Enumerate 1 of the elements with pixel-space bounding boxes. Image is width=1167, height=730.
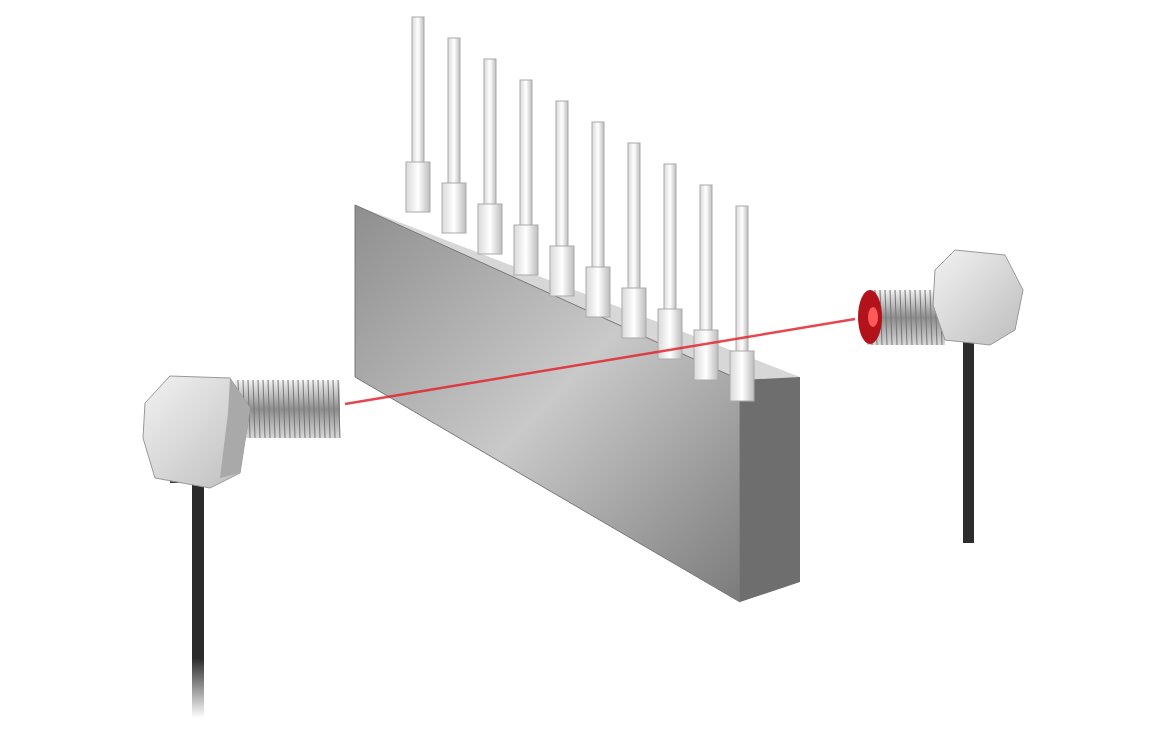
laser-beam — [344, 317, 856, 406]
